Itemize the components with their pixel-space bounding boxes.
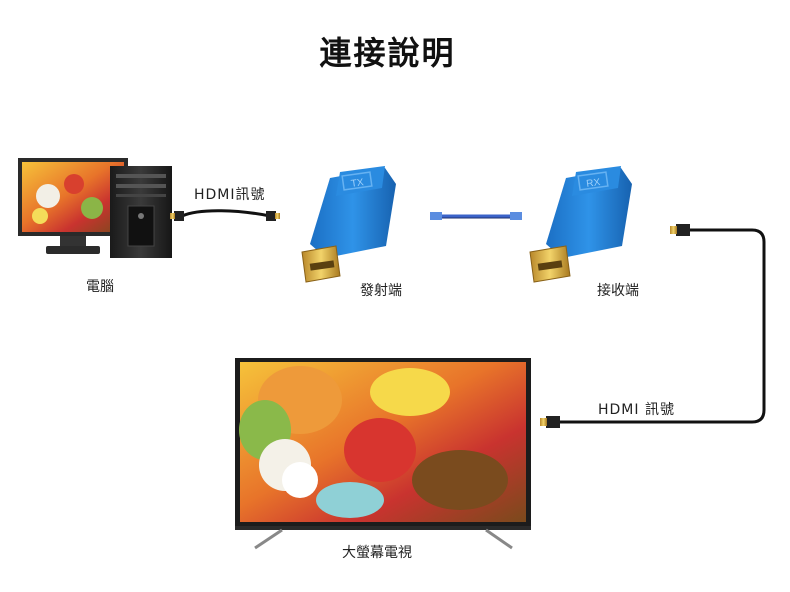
hdmi-cable-right <box>540 224 766 428</box>
transmitter-tag: TX <box>350 177 365 190</box>
hdmi-cable-left-label: HDMI訊號 <box>194 187 266 203</box>
monitor-icon <box>18 158 128 254</box>
hdmi-cable-left <box>170 209 280 221</box>
tv-label: 大螢幕電視 <box>342 545 412 561</box>
transmitter-extender: TX <box>301 166 396 283</box>
hdmi-cable-right-label: HDMI 訊號 <box>598 402 675 418</box>
receiver-tag: RX <box>586 177 602 190</box>
receiver-extender: RX <box>529 166 632 283</box>
computer-icon <box>18 158 172 258</box>
tv-icon <box>235 358 531 550</box>
page-title: 連接說明 <box>319 34 456 72</box>
ethernet-cable-icon <box>430 212 522 220</box>
receiver-label: 接收端 <box>597 283 639 299</box>
computer-label: 電腦 <box>86 279 114 295</box>
hdmi-connector-icon <box>174 211 184 221</box>
transmitter-label: 發射端 <box>360 283 402 299</box>
